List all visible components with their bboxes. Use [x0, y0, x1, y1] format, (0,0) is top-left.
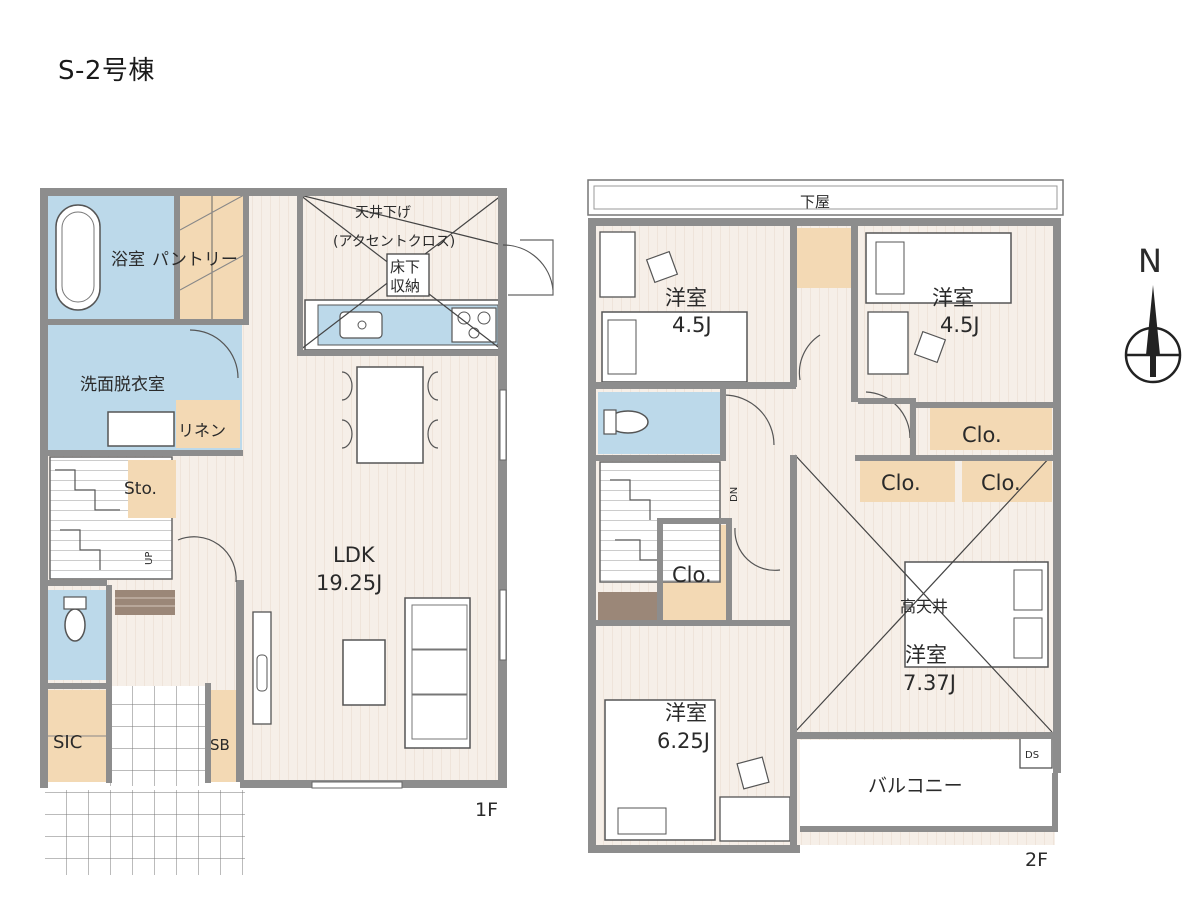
- bed-se: [904, 561, 1049, 668]
- room-sw-label: 洋室: [665, 701, 707, 725]
- washroom-label: 洗面脱衣室: [80, 375, 165, 395]
- storage-sto: [128, 460, 176, 518]
- pantry-label: パントリー: [152, 250, 238, 270]
- floor-storage-label-1: 床下: [390, 258, 420, 276]
- porch: [45, 790, 245, 875]
- high-ceiling-label: 高天井: [900, 597, 948, 616]
- page-title: S-2号棟: [58, 56, 155, 86]
- floor-storage-label-2: 収納: [390, 277, 420, 295]
- floor2-label: 2F: [1025, 849, 1048, 871]
- desk-sw: [719, 796, 791, 842]
- bathtub: [55, 204, 101, 311]
- bed-nw: [601, 311, 748, 383]
- sic-label: SIC: [53, 732, 82, 753]
- room-sw-size: 6.25J: [657, 729, 710, 753]
- linen-label: リネン: [178, 421, 226, 440]
- room-se-label: 洋室: [905, 643, 947, 667]
- floor-1: [40, 188, 554, 875]
- bath-label: 浴室: [111, 250, 145, 270]
- ds-label: DS: [1025, 750, 1039, 761]
- underfloor-storage: [386, 253, 430, 297]
- step-1f: [115, 590, 175, 615]
- lower-roof-label: 下屋: [800, 193, 830, 211]
- closet-top: [795, 228, 851, 288]
- tv-board: [252, 611, 272, 725]
- closet-c-label: Clo.: [981, 471, 1021, 495]
- closet-c: [962, 460, 1052, 502]
- closet-d-label: Clo.: [672, 563, 712, 587]
- accent-cloth-label: (アクセントクロス): [333, 234, 455, 250]
- linen-closet: [176, 400, 240, 448]
- ldk-label: LDK: [333, 543, 376, 567]
- dining-table: [356, 366, 424, 464]
- step-2f: [598, 592, 660, 622]
- desk-ne: [867, 311, 909, 375]
- floor-2: [587, 179, 1064, 853]
- stairs-up-label: UP: [144, 552, 155, 565]
- stairs-dn-label: DN: [729, 487, 740, 502]
- room-ne-size: 4.5J: [940, 313, 980, 337]
- ceiling-drop-label: 天井下げ: [355, 205, 411, 221]
- compass-north-label: N: [1138, 242, 1162, 280]
- coffee-table: [342, 639, 386, 706]
- stove-icon: [451, 307, 497, 343]
- ds-box: [1019, 737, 1053, 769]
- room-se-size: 7.37J: [903, 671, 956, 695]
- room-nw-label: 洋室: [665, 286, 707, 310]
- washbasin: [107, 411, 175, 447]
- desk-nw: [599, 231, 636, 298]
- floor1-label: 1F: [475, 799, 498, 821]
- bed-ne: [865, 232, 1012, 304]
- closet-b: [860, 460, 955, 502]
- sink-icon: [339, 311, 383, 339]
- balcony-label: バルコニー: [868, 775, 963, 797]
- room-ne-label: 洋室: [932, 286, 974, 310]
- bed-sw: [604, 699, 716, 841]
- room-nw-size: 4.5J: [672, 313, 712, 337]
- closet-b-label: Clo.: [881, 471, 921, 495]
- closet-a: [930, 408, 1052, 450]
- balcony: [800, 740, 1055, 830]
- ldk-size: 19.25J: [316, 571, 382, 595]
- storage-label: Sto.: [124, 479, 157, 499]
- sofa: [404, 597, 471, 749]
- entrance-floor: [110, 686, 208, 786]
- sb-label: SB: [210, 736, 230, 754]
- compass-icon: N: [1124, 242, 1182, 384]
- closet-a-label: Clo.: [962, 423, 1002, 447]
